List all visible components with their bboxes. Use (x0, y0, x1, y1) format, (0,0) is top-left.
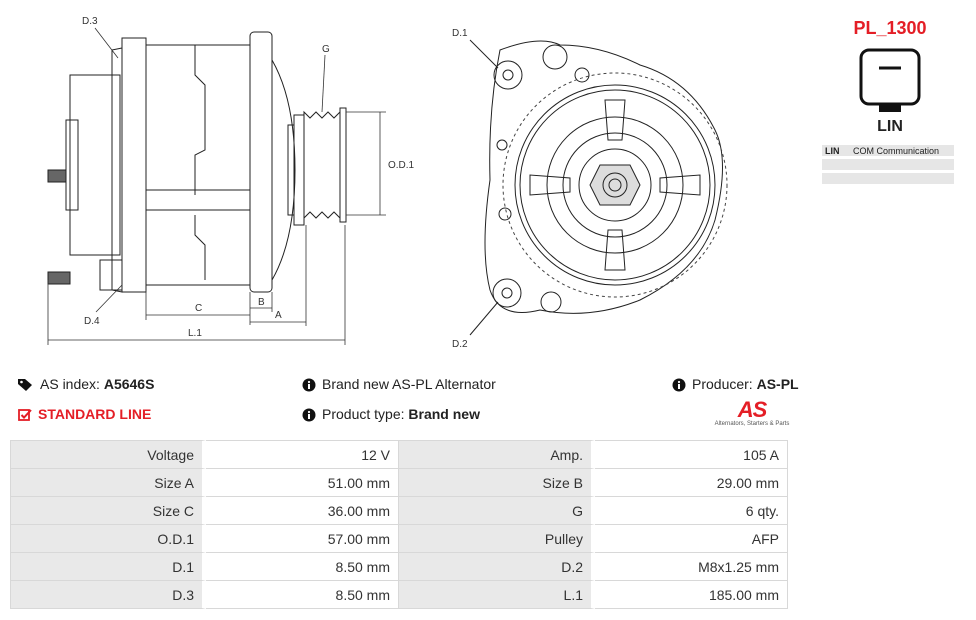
info-icon (302, 408, 316, 422)
spec-label: D.1 (10, 553, 206, 581)
label-od1: O.D.1 (388, 160, 415, 171)
product-type-label: Product type: (322, 406, 405, 422)
spec-value: 12 V (206, 440, 399, 469)
spec-label: Voltage (10, 440, 206, 469)
spec-label: D.3 (10, 581, 206, 609)
spec-value: 8.50 mm (206, 553, 399, 581)
connector-plug-icon (859, 48, 921, 112)
producer-value: AS-PL (756, 376, 799, 392)
checkbox-icon (18, 409, 32, 422)
alternator-side-view (47, 31, 347, 293)
pin-desc: COM Communication (850, 145, 954, 159)
logo-tagline: Alternators, Starters & Parts (714, 421, 790, 427)
label-d3: D.3 (82, 16, 98, 27)
spec-label: Pulley (399, 525, 595, 553)
product-line: STANDARD LINE (18, 406, 151, 422)
spec-value: 51.00 mm (206, 469, 399, 497)
pin-row (822, 157, 954, 173)
tag-icon (18, 379, 32, 392)
logo-text: AS (737, 397, 768, 422)
producer-label: Producer: (692, 376, 753, 392)
brand-info: Brand new AS-PL Alternator (302, 376, 496, 392)
spec-label: Size C (10, 497, 206, 525)
spec-value: M8x1.25 mm (595, 553, 788, 581)
label-d4: D.4 (84, 316, 100, 327)
connector-code: PL_1300 (853, 18, 927, 38)
spec-label: D.2 (399, 553, 595, 581)
label-l1: L.1 (188, 328, 202, 339)
pin-id (822, 171, 850, 187)
producer: Producer: AS-PL (672, 376, 799, 392)
spec-label: Amp. (399, 440, 595, 469)
pin-id: LIN (822, 145, 850, 159)
pin-id (822, 157, 850, 173)
spec-label: Size B (399, 469, 595, 497)
pin-row (822, 171, 954, 187)
alternator-front-view (469, 39, 728, 336)
as-pl-logo: AS Alternators, Starters & Parts (712, 397, 792, 428)
spec-label: O.D.1 (10, 525, 206, 553)
spec-value: AFP (595, 525, 788, 553)
spec-value: 185.00 mm (595, 581, 788, 609)
as-index-label: AS index: (40, 376, 100, 392)
info-icon (302, 378, 316, 392)
label-b: B (258, 297, 265, 308)
brand-text: Brand new AS-PL Alternator (322, 376, 496, 392)
label-g: G (322, 44, 330, 55)
product-type: Product type: Brand new (302, 406, 480, 422)
spec-label: G (399, 497, 595, 525)
spec-value: 8.50 mm (206, 581, 399, 609)
as-index-value: A5646S (103, 376, 155, 392)
connector-plug-label: LIN (877, 118, 903, 135)
product-type-value: Brand new (408, 406, 480, 422)
label-a: A (275, 310, 282, 321)
pin-desc (850, 171, 954, 187)
spec-value: 57.00 mm (206, 525, 399, 553)
spec-label: Size A (10, 469, 206, 497)
as-index: AS index: A5646S (18, 376, 154, 392)
label-d1: D.1 (452, 28, 468, 39)
spec-value: 6 qty. (595, 497, 788, 525)
label-c: C (195, 303, 202, 314)
spec-value: 29.00 mm (595, 469, 788, 497)
pin-desc (850, 157, 954, 173)
spec-label: L.1 (399, 581, 595, 609)
info-icon (672, 378, 686, 392)
spec-value: 105 A (595, 440, 788, 469)
spec-value: 36.00 mm (206, 497, 399, 525)
technical-drawing: D.3 G O.D.1 D.4 B C A L.1 D.1 D.2 (47, 16, 728, 350)
standard-line-label: STANDARD LINE (38, 406, 152, 422)
label-d2: D.2 (452, 339, 468, 350)
